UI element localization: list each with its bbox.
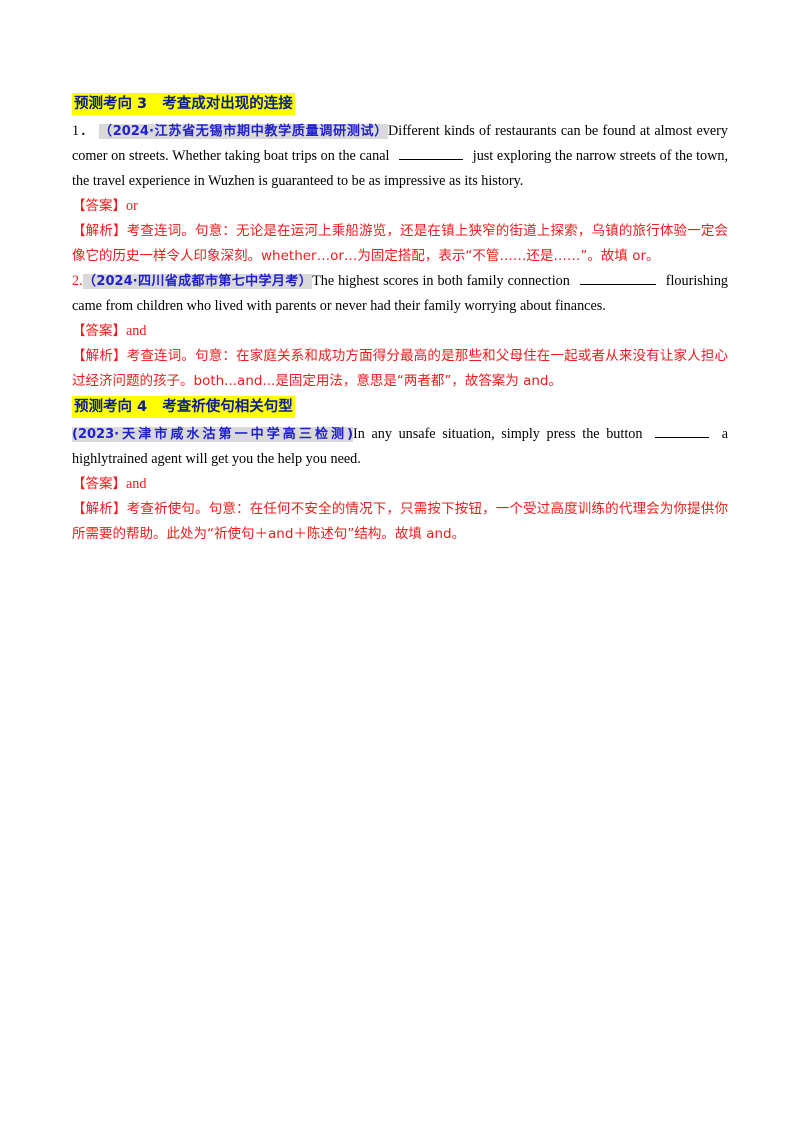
section-heading: 预测考向 3 考查成对出现的连接 <box>72 93 295 115</box>
answer-value: and <box>126 476 147 492</box>
question-number: 1． <box>72 123 95 139</box>
answer-label: 【答案】 <box>72 198 126 214</box>
answer-label: 【答案】 <box>72 476 126 492</box>
section-4: 预测考向 4 考查祈使句相关句型 (2023·天津市咸水沽第一中学高三检测)In… <box>72 396 728 547</box>
question-source: （2024·四川省成都市第七中学月考） <box>82 274 313 289</box>
question-text-before: Different kinds of restaurants can be fo… <box>72 123 728 164</box>
answer-label: 【答案】 <box>72 323 126 339</box>
analysis-label: 【解析】 <box>72 501 127 517</box>
answer-blank[interactable] <box>655 423 710 438</box>
question-number: 2. <box>72 273 83 289</box>
question-text-after: flourishing came from children who lived… <box>72 273 729 314</box>
question-1: 1． （2024·江苏省无锡市期中教学质量调研测试）Different kind… <box>72 119 728 194</box>
section-3: 预测考向 3 考查成对出现的连接 1． （2024·江苏省无锡市期中教学质量调研… <box>72 93 728 394</box>
analysis-text: 考查连词。句意：无论是在运河上乘船游览，还是在镇上狭窄的街道上探索，乌镇的旅行体… <box>72 223 729 264</box>
analysis-line: 【解析】考查连词。句意：无论是在运河上乘船游览，还是在镇上狭窄的街道上探索，乌镇… <box>72 219 728 269</box>
answer-blank[interactable] <box>399 145 464 160</box>
answer-line: 【答案】or <box>72 194 728 219</box>
analysis-text: 考查祈使句。句意：在任何不安全的情况下，只需按下按钮，一个受过高度训练的代理会为… <box>72 501 729 542</box>
question-text-after: just exploring the narrow streets of the… <box>72 148 729 189</box>
answer-value: or <box>126 198 138 214</box>
analysis-label: 【解析】 <box>72 348 127 364</box>
question-text-before: In any unsafe situation, simply press th… <box>353 426 643 442</box>
analysis-text: 考查连词。句意：在家庭关系和成功方面得分最高的是那些和父母住在一起或者从来没有让… <box>72 348 729 389</box>
section-heading: 预测考向 4 考查祈使句相关句型 <box>72 396 295 418</box>
answer-line: 【答案】and <box>72 319 728 344</box>
question-2: 2.（2024·四川省成都市第七中学月考）The highest scores … <box>72 269 728 319</box>
document-page: 预测考向 3 考查成对出现的连接 1． （2024·江苏省无锡市期中教学质量调研… <box>72 93 728 547</box>
question-3: (2023·天津市咸水沽第一中学高三检测)In any unsafe situa… <box>72 422 728 472</box>
analysis-label: 【解析】 <box>72 223 127 239</box>
question-text-after: a highlytrained agent will get you the h… <box>72 426 729 467</box>
answer-line: 【答案】and <box>72 472 728 497</box>
analysis-line: 【解析】考查连词。句意：在家庭关系和成功方面得分最高的是那些和父母住在一起或者从… <box>72 344 728 394</box>
question-text-before: The highest scores in both family connec… <box>312 273 570 289</box>
question-source: （2024·江苏省无锡市期中教学质量调研测试） <box>99 124 388 139</box>
answer-value: and <box>126 323 147 339</box>
analysis-line: 【解析】考查祈使句。句意：在任何不安全的情况下，只需按下按钮，一个受过高度训练的… <box>72 497 728 547</box>
answer-blank[interactable] <box>579 270 656 285</box>
question-source: (2023·天津市咸水沽第一中学高三检测) <box>72 427 354 442</box>
